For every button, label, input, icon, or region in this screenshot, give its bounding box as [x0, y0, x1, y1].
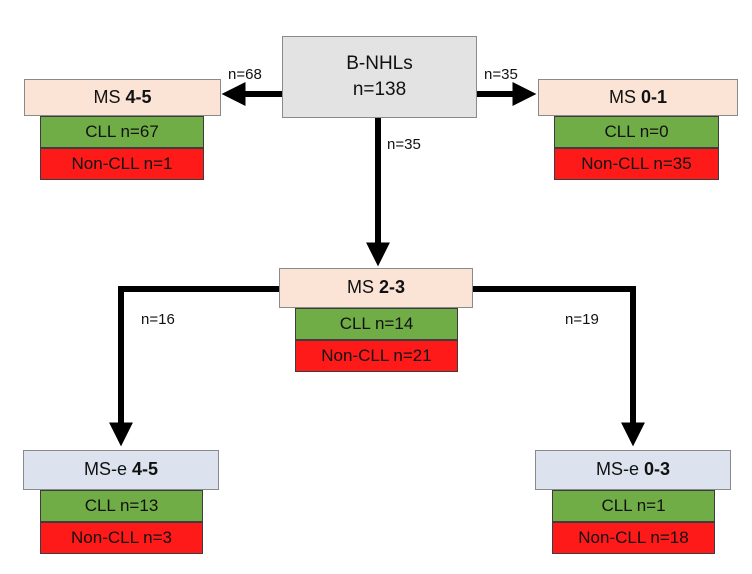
arrow-middle-to-bottom-right — [473, 286, 645, 447]
node-label: MS — [608, 86, 636, 107]
root-node: B-NHLs n=138 — [282, 36, 477, 118]
edge-label-middle: n=35 — [387, 136, 421, 153]
node-label: MS-e — [595, 459, 639, 480]
node-range: 2-3 — [379, 277, 406, 298]
edge-label-left: n=68 — [228, 66, 262, 83]
node-range: 4-5 — [125, 86, 152, 107]
node-label: MS-e — [83, 459, 127, 480]
node-ms-0-1: MS 0-1 — [538, 79, 738, 116]
cll-count-ms-0-1: CLL n=0 — [554, 116, 719, 148]
noncll-count-mse-0-3: Non-CLL n=18 — [552, 522, 715, 554]
node-range: 0-1 — [641, 86, 668, 107]
node-label: MS — [93, 86, 121, 107]
arrow-middle-to-bottom-left — [109, 286, 279, 447]
noncll-count-mse-4-5: Non-CLL n=3 — [40, 522, 203, 554]
cll-count-ms-4-5: CLL n=67 — [40, 116, 204, 148]
node-range: 0-3 — [644, 459, 671, 480]
cll-count-mse-0-3: CLL n=1 — [552, 490, 715, 522]
noncll-count-ms-4-5: Non-CLL n=1 — [40, 148, 204, 180]
edge-label-bottom-right: n=19 — [565, 311, 599, 328]
noncll-count-ms-0-1: Non-CLL n=35 — [554, 148, 719, 180]
node-mse-0-3: MS-e 0-3 — [535, 450, 731, 490]
node-ms-4-5: MS 4-5 — [24, 79, 221, 116]
noncll-count-ms-2-3: Non-CLL n=21 — [295, 340, 458, 372]
cll-count-mse-4-5: CLL n=13 — [40, 490, 203, 522]
node-mse-4-5: MS-e 4-5 — [23, 450, 219, 490]
node-range: 4-5 — [132, 459, 159, 480]
root-title: B-NHLs — [346, 53, 413, 75]
node-ms-2-3: MS 2-3 — [279, 268, 473, 308]
edge-label-right: n=35 — [484, 66, 518, 83]
root-count: n=138 — [352, 79, 407, 100]
edge-label-bottom-left: n=16 — [141, 311, 175, 328]
node-label: MS — [346, 277, 374, 298]
cll-count-ms-2-3: CLL n=14 — [295, 308, 458, 340]
